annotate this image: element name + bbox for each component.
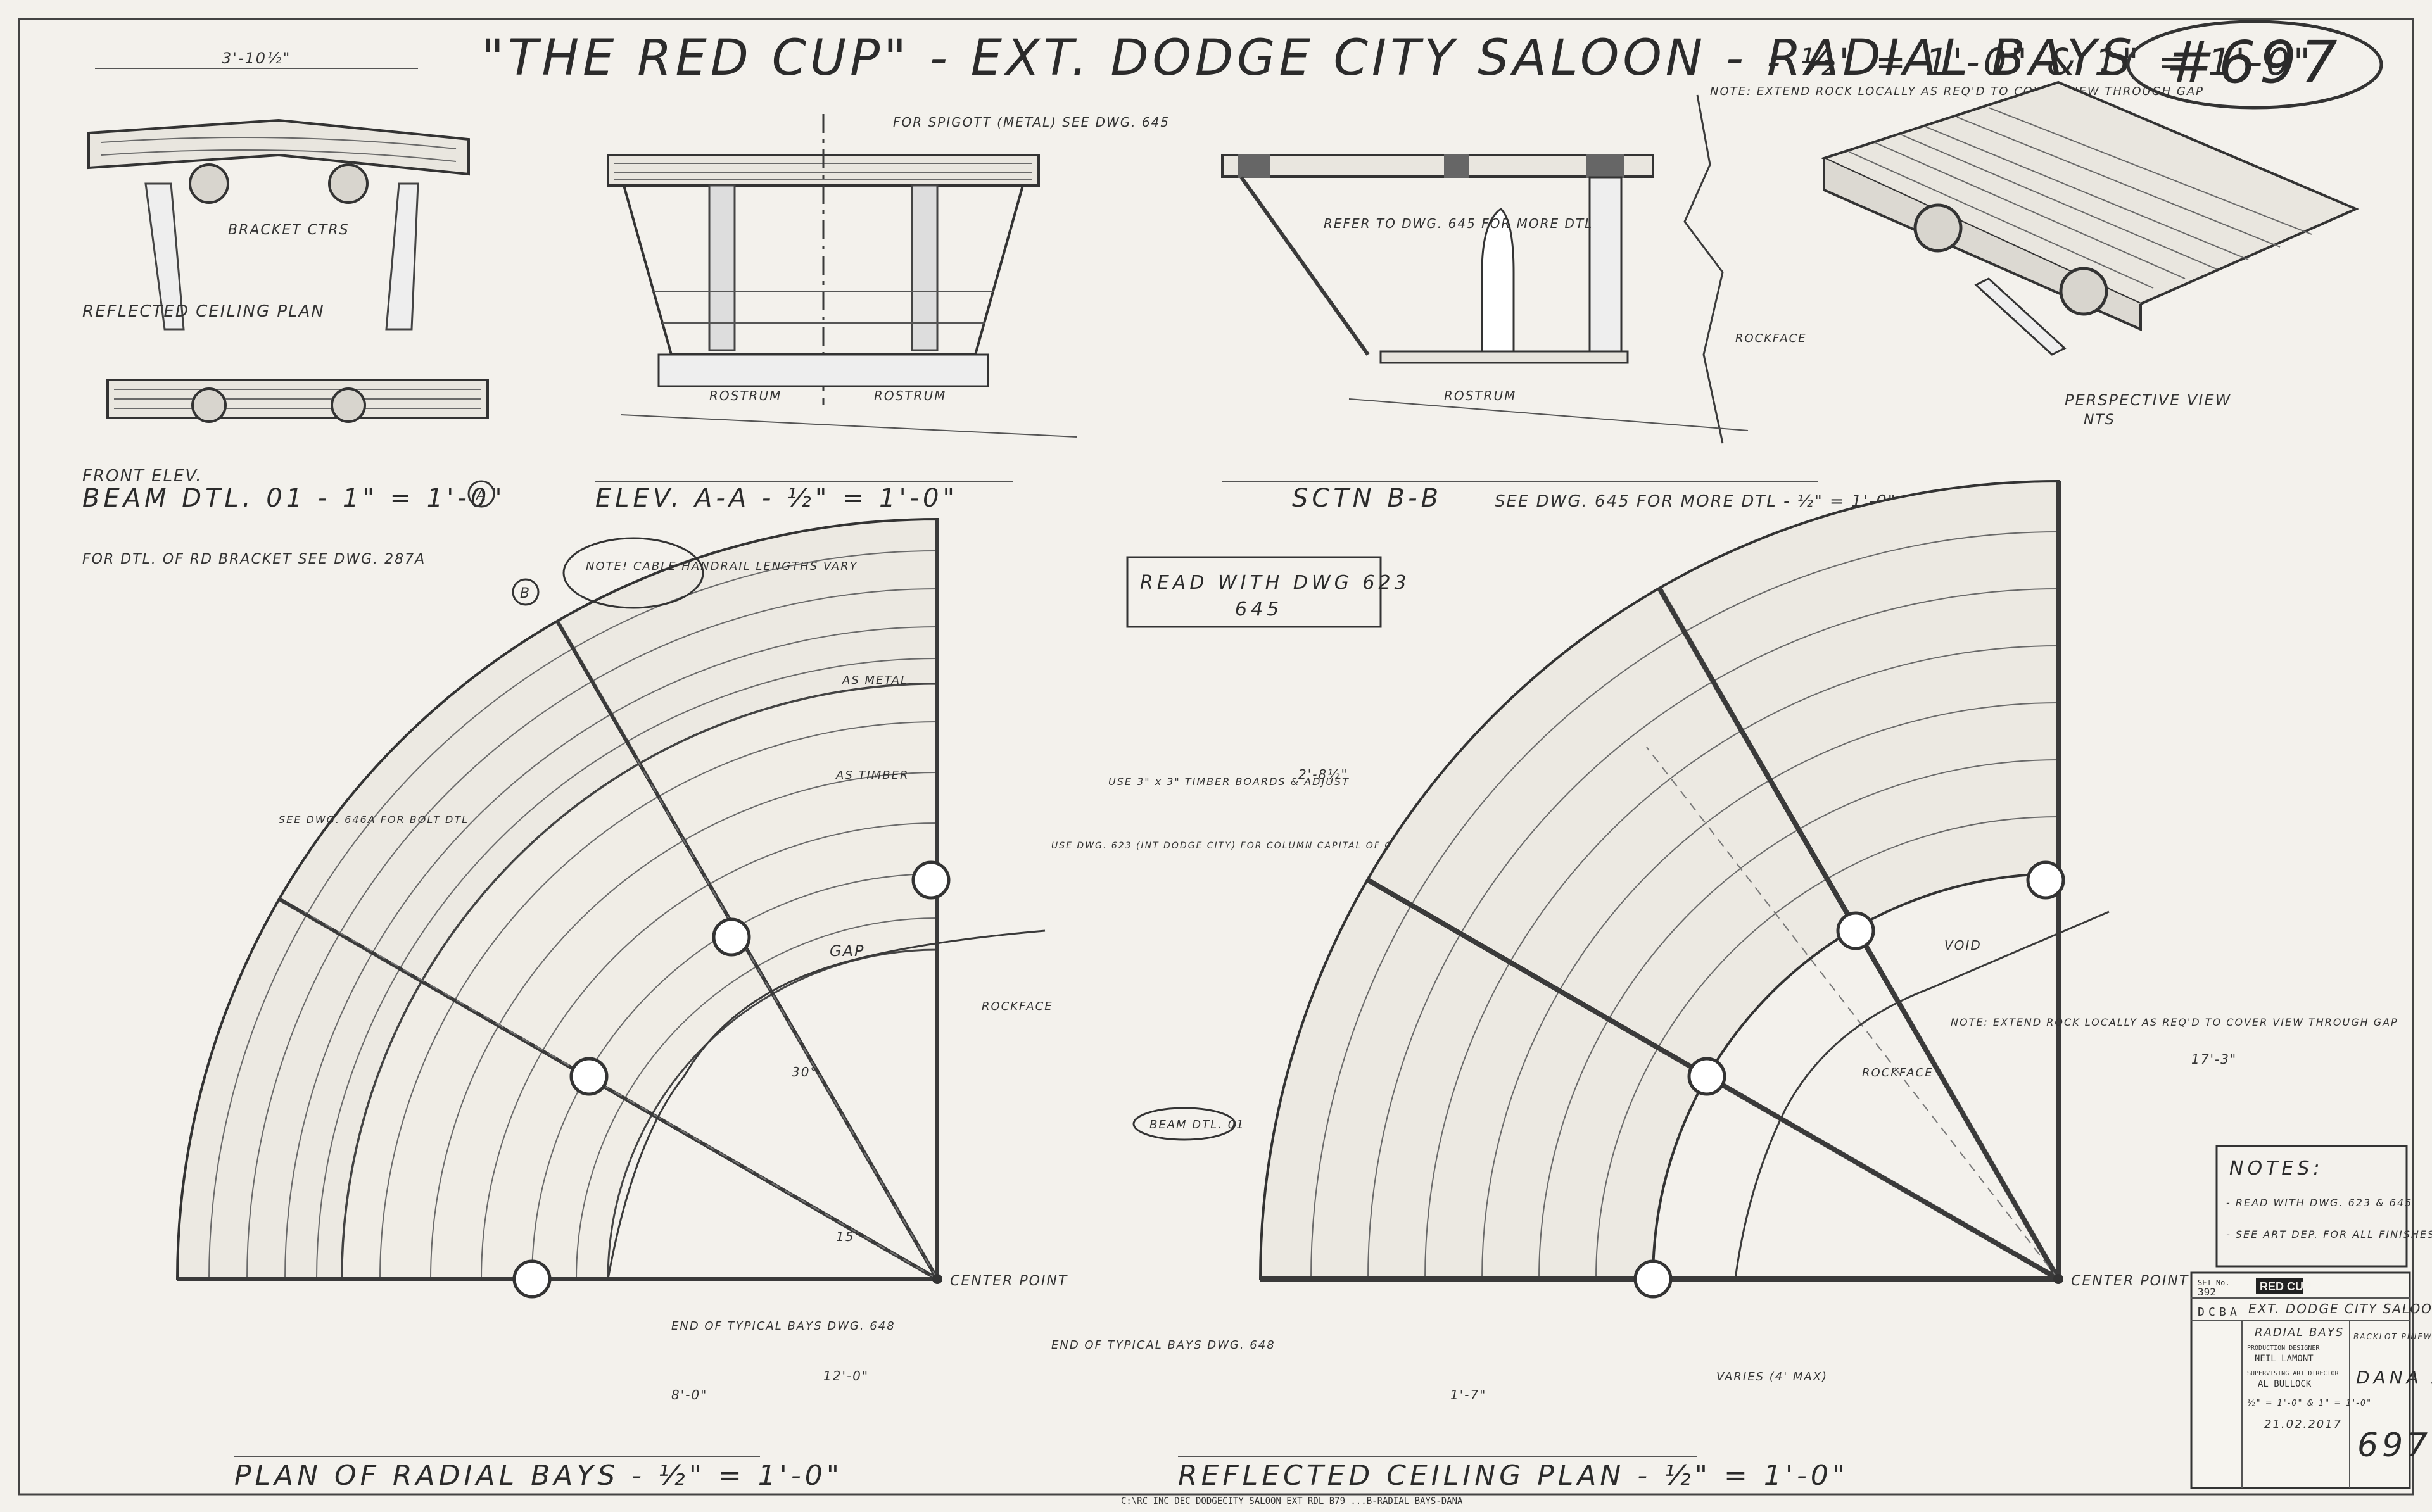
bracket-icon [328,163,369,204]
perspective-scale: NTS [2084,412,2115,428]
sect-b-see-note: SEE DWG. 645 FOR MORE DTL - ½" = 1'-0" [1495,492,1897,511]
sheet-border [18,18,2414,1496]
plan-section-b-marker: B [520,586,531,602]
rcp-dim: 2'-8½" [1298,767,1348,782]
beam-rcp-label: REFLECTED CEILING PLAN [82,302,325,321]
bracket-icon [2059,267,2108,316]
tb-location: BACKLOT PINEWOOD [2353,1332,2432,1341]
rcp-center-label: CENTER POINT [2071,1273,2189,1289]
read-with-box: READ WITH DWG 623 645 [1126,556,1410,628]
tb-drawing-no: 697 [2357,1427,2431,1465]
dim-beam-width: 3'-10½" [222,49,291,67]
sect-rockface-label: ROCKFACE [1735,332,1807,345]
column-icon [1633,1259,1673,1299]
plan-angle: 30° [792,1064,818,1080]
tb-scale: ½" = 1'-0" & 1" = 1'-0" [2247,1399,2372,1408]
rcp-end-bays: END OF TYPICAL BAYS DWG. 648 [1051,1339,1276,1352]
plan-gap-label: GAP [830,942,865,960]
notes-box: NOTES: - READ WITH DWG. 623 & 645 - SEE … [2215,1145,2432,1268]
plan-as-metal: AS METAL [842,674,908,687]
tb-rev-d: D [2198,1306,2205,1319]
plan-as-timber: AS TIMBER [835,769,909,782]
sect-note: NOTE: EXTEND ROCK LOCALLY AS REQ'D TO CO… [1710,85,2204,98]
tb-rev-a: A [2230,1306,2237,1319]
column-icon [1687,1057,1726,1096]
rcp-rockface-label: ROCKFACE [1862,1066,1934,1080]
plan-dim: 12'-0" [823,1368,869,1383]
rcp-beam-label: BEAM DTL. 01 [1150,1118,1245,1131]
plan-end-bays: END OF TYPICAL BAYS DWG. 648 [671,1320,896,1333]
notes-item-2: - SEE ART DEP. FOR ALL FINISHES & REFERE… [2226,1228,2432,1240]
elev-rostrum-label-1: ROSTRUM [709,388,782,403]
tb-drawn-by: DANA A. [2356,1367,2432,1388]
column-icon [512,1259,552,1299]
reflected-ceiling-plan-view: CENTER POINT VOID ROCKFACE NOTE: EXTEND … [1051,479,2398,1492]
plan-angle: 15° [836,1229,862,1244]
tb-detail: RADIAL BAYS [2255,1326,2344,1339]
beam-detail-note: FOR DTL. OF RD BRACKET SEE DWG. 287A [82,551,426,567]
sheet-scales: - ½" = 1'-0" & 1" = 1'-0" [1767,41,2314,84]
elev-spigot-note: FOR SPIGOTT (METAL) SEE DWG. 645 [893,115,1170,130]
plan-see-dwg: SEE DWG. 646A FOR BOLT DTL [279,814,469,826]
elev-a-title: ELEV. A-A - ½" = 1'-0" [595,484,958,513]
center-point-marker [2053,1274,2063,1284]
tb-project: EXT. DODGE CITY SALOON [2248,1301,2432,1316]
rcp-note: NOTE: EXTEND ROCK LOCALLY AS REQ'D TO CO… [1951,1016,2398,1028]
tb-rev-c: C [2208,1306,2215,1319]
elevation-a-view: ROSTRUM ROSTRUM FOR SPIGOTT (METAL) SEE … [595,114,1170,513]
plan-note: NOTE! CABLE HANDRAIL LENGTHS VARY [586,560,858,573]
beam-detail-view: 3'-10½" BRACKET CTRS REFLECTED CEILING P… [82,49,506,567]
rcp-dim: 17'-3" [2191,1052,2237,1067]
beam-detail-title: BEAM DTL. 01 - 1" = 1'-0" [82,484,506,513]
plan-center-label: CENTER POINT [950,1273,1068,1289]
perspective-label: PERSPECTIVE VIEW [2065,391,2231,409]
tb-ad: AL BULLOCK [2258,1379,2312,1389]
rcp-dim: 1'-7" [1450,1387,1486,1402]
title-block-logo-text: RED CUP [2260,1280,2311,1293]
plan-timber-note: USE 3" x 3" TIMBER BOARDS & ADJUST [1108,776,1350,788]
column-icon [712,917,751,957]
red-cup-logo [2256,1278,2303,1294]
tb-rev-b: B [2219,1306,2226,1319]
sheet-title: "THE RED CUP" - EXT. DODGE CITY SALOON -… [481,30,2136,87]
rcp-void-label: VOID [1944,938,1982,953]
notes-item-1: - READ WITH DWG. 623 & 645 [2226,1197,2412,1209]
column-icon [1836,911,1875,950]
column-icon [911,860,951,900]
elev-rostrum-label-2: ROSTRUM [874,388,946,403]
tb-pd-label: PRODUCTION DESIGNER [2247,1345,2320,1352]
plan-rockface-label: ROCKFACE [982,1000,1053,1013]
bracket-icon [1913,203,1963,253]
perspective-view: PERSPECTIVE VIEW NTS [1820,80,2360,428]
plan-dim: 8'-0" [671,1387,707,1402]
center-point-marker [932,1274,942,1284]
column-icon [569,1057,609,1096]
plan-section-a-marker: A [475,488,487,503]
bracket-ctrs-label: BRACKET CTRS [228,222,350,238]
sheet-number: #697 [2166,28,2341,96]
rcp-title: REFLECTED CEILING PLAN - ½" = 1'-0" [1178,1459,1849,1492]
file-path: C:\RC_INC_DEC_DODGECITY_SALOON_EXT_RDL_B… [1121,1496,1463,1506]
tb-pd: NEIL LAMONT [2255,1354,2314,1364]
column-icon [2026,860,2065,900]
read-with-line-1: READ WITH DWG 623 [1140,572,1410,594]
notes-heading: NOTES: [2229,1157,2324,1180]
bracket-icon [189,163,229,204]
tb-set-no: 392 [2198,1286,2216,1298]
rcp-varies: VARIES (4' MAX) [1716,1370,1828,1383]
plan-radial-bays-view: CENTER POINT GAP ROCKFACE NOTE! CABLE HA… [175,480,1787,1492]
section-b-view: REFER TO DWG. 645 FOR MORE DTL ROSTRUM R… [1221,85,2204,513]
tb-ad-label: SUPERVISING ART DIRECTOR [2247,1370,2339,1377]
plan-title: PLAN OF RADIAL BAYS - ½" = 1'-0" [234,1459,843,1492]
read-with-line-2: 645 [1235,598,1282,621]
tb-date: 21.02.2017 [2264,1418,2342,1431]
tb-set-no-label: SET No. [2198,1278,2230,1287]
sect-rostrum-label: ROSTRUM [1444,388,1516,403]
sect-refer-note: REFER TO DWG. 645 FOR MORE DTL [1324,216,1593,231]
title-block: RED CUP SET No. 392 D C B A EXT. DODGE C… [2190,1271,2432,1489]
beam-front-label: FRONT ELEV. [82,467,203,486]
sheet-number-bubble [2126,20,2383,110]
sect-b-title: SCTN B-B [1292,484,1442,513]
